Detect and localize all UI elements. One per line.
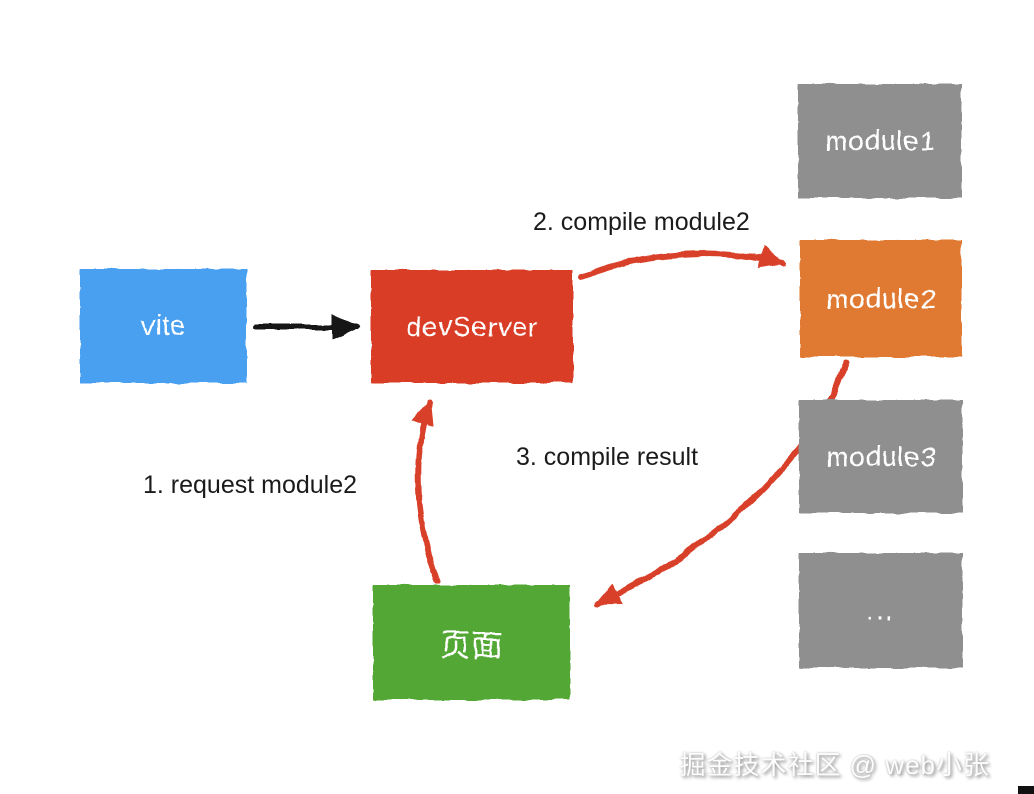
edge-label-compile-module2: 2. compile module2: [533, 208, 750, 236]
node-module1: module1: [798, 84, 962, 198]
arrow-page-to-devserver: [410, 399, 441, 585]
node-module1-label: module1: [824, 125, 936, 156]
node-module3-label: module3: [825, 440, 937, 472]
node-module-more-label: …: [864, 593, 898, 627]
node-module2: module2: [800, 240, 962, 357]
arrow-devserver-to-module2: [578, 245, 786, 280]
node-page: 页面: [373, 585, 570, 700]
node-vite: vite: [80, 269, 247, 383]
watermark-text: 掘金技术社区 @ web小张: [679, 750, 990, 780]
edge-label-compile-result: 3. compile result: [516, 443, 699, 471]
node-page-label: 页面: [440, 628, 503, 663]
node-vite-label: vite: [140, 310, 187, 341]
node-module3: module3: [799, 400, 963, 513]
node-module2-label: module2: [825, 282, 937, 314]
node-devserver-label: devServer: [405, 310, 539, 342]
corner-bar: [1018, 786, 1034, 794]
edge-label-request-module2: 1. request module2: [143, 471, 358, 499]
node-devserver: devServer: [371, 270, 573, 383]
node-module-more: …: [799, 553, 963, 668]
